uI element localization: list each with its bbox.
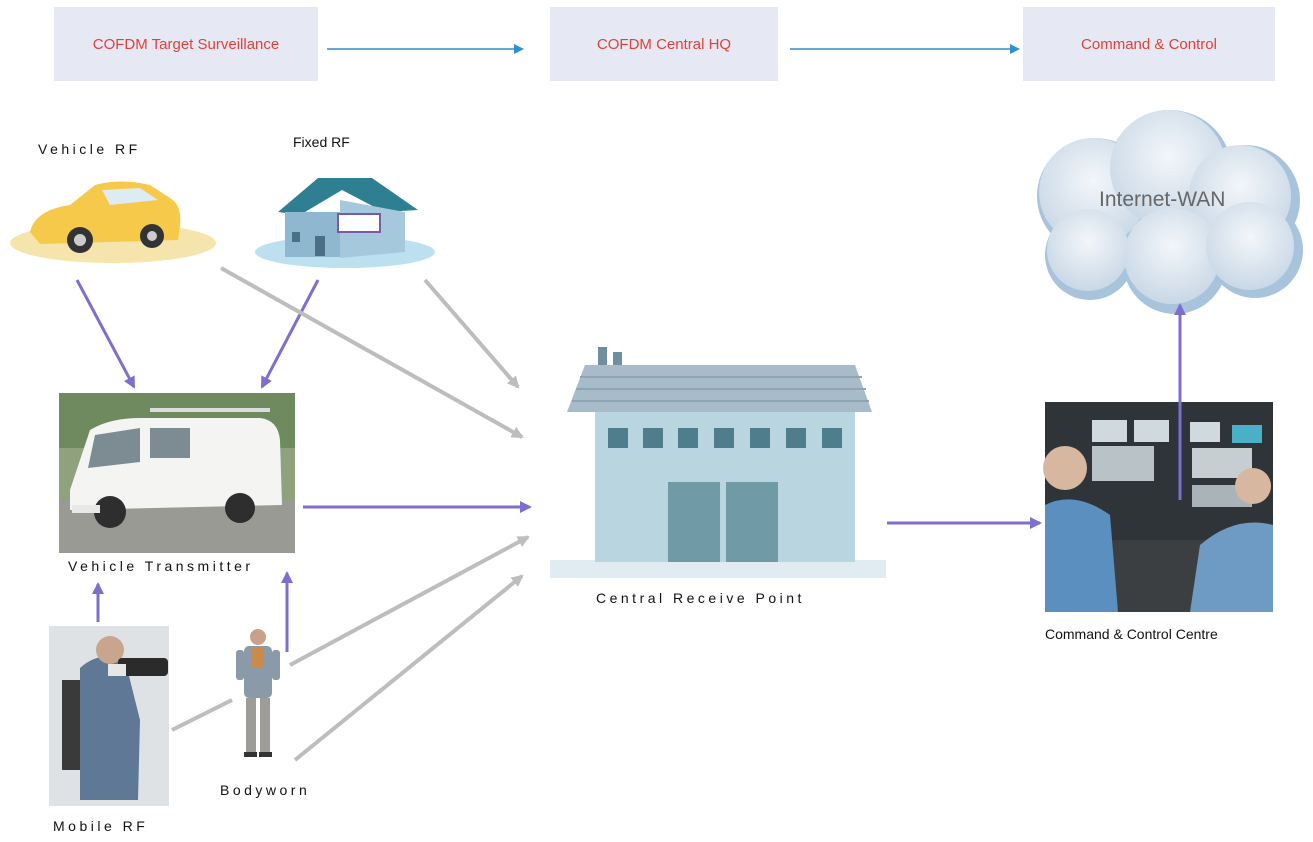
van-icon [59,393,295,553]
stage-label: Command & Control [1081,35,1217,53]
cameraman-icon [49,626,169,806]
stage-label: COFDM Target Surveillance [92,35,280,53]
vehicle-rf-label: Vehicle RF [38,141,141,157]
arrow-fixedrf-to-central [423,278,520,389]
stage-central-hq: COFDM Central HQ [550,7,778,81]
stage-label: COFDM Central HQ [596,35,732,53]
stage-command-control: Command & Control [1023,7,1275,81]
arrow-vehiclerf-to-central [220,266,524,439]
stage-target-surveillance: COFDM Target Surveillance [54,7,318,81]
central-receive-point-label: Central Receive Point [596,590,805,606]
fixed-rf-label: Fixed RF [293,134,350,150]
control-room-icon [1043,402,1273,612]
person-icon [236,629,280,757]
internet-wan-label: Internet-WAN [1099,188,1226,211]
command-control-centre-label: Command & Control Centre [1045,626,1218,642]
arrow-bodyworn-to-central-1 [289,535,530,667]
building-icon [550,347,886,578]
bodyworn-label: Bodyworn [220,782,311,798]
cloud-icon [1037,110,1303,314]
arrow-vehiclerf-to-van [75,279,136,389]
house-icon [255,178,435,268]
vehicle-transmitter-label: Vehicle Transmitter [68,558,254,574]
arrow-bodyworn-to-central-2 [293,574,524,762]
arrow-fixedrf-to-van [260,279,320,389]
car-icon [10,181,216,263]
mobile-rf-label: Mobile RF [53,818,149,834]
arrow-mobile-to-bodyworn [171,698,233,732]
